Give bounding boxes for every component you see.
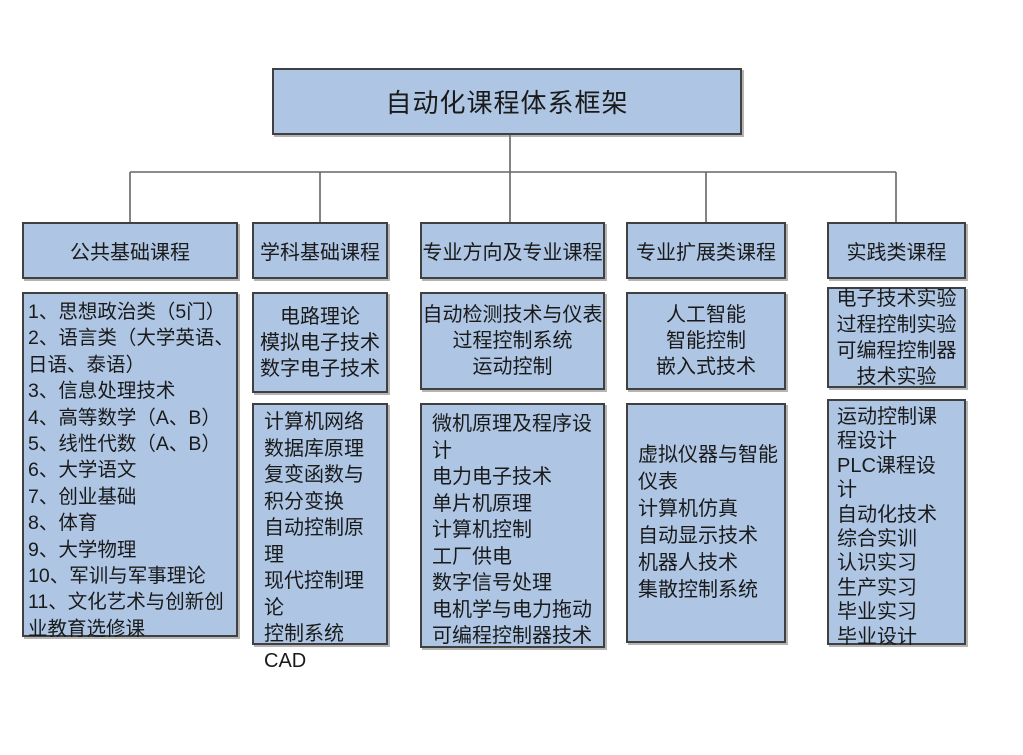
course-item: 数据库原理 — [264, 437, 364, 460]
course-item: 10、军训与军事理论 — [28, 565, 206, 588]
course-item: 电力电子技术 — [432, 466, 552, 488]
course-item: 数字信号处理 — [432, 572, 552, 594]
course-list-major-extended: 微机原理及程序设计电力电子技术单片机原理计算机控制工厂供电数字信号处理电机学与电… — [420, 403, 605, 648]
course-item: 过程控制系统 — [452, 330, 573, 352]
course-item: 虚拟仪器与智能仪表 — [638, 444, 778, 493]
course-item: 1、思想政治类（5门） — [28, 301, 226, 323]
course-item: 计算机仿真 — [638, 498, 738, 520]
course-item: PLC课程设计 — [837, 454, 936, 502]
course-item: 模拟电子技术 — [260, 331, 380, 354]
course-item: 2、语言类（大学英语、日语、泰语） — [28, 327, 234, 376]
course-item: 8、体育 — [28, 512, 98, 535]
course-item: 控制系统CAD — [264, 623, 344, 672]
course-item: 电机学与电力拖动 — [432, 598, 592, 621]
course-item: 11、文化艺术与创新创业教育选修课 — [28, 591, 224, 640]
course-item: 智能控制 — [666, 330, 746, 352]
course-item: 运动控制课程设计 — [837, 406, 937, 453]
course-item: 毕业设计 — [837, 625, 917, 648]
course-item: 3、信息处理技术 — [28, 380, 176, 403]
course-item: 嵌入式技术 — [656, 356, 756, 378]
course-item: 复变函数与积分变换 — [264, 464, 364, 513]
course-list-discipline-core: 电路理论模拟电子技术数字电子技术 — [252, 292, 388, 393]
course-item: 可编程控制器技术实验 — [836, 339, 957, 388]
course-list-discipline-extended: 计算机网络数据库原理复变函数与积分变换自动控制原理现代控制理论控制系统CAD — [252, 403, 388, 672]
course-item: 运动控制 — [472, 356, 553, 378]
category-node-major-direction: 专业方向及专业课程 — [420, 222, 605, 279]
course-item: 9、大学物理 — [28, 538, 137, 561]
course-item: 机器人技术 — [638, 552, 738, 574]
course-item: 过程控制实验 — [836, 313, 957, 336]
course-item: 4、高等数学（A、B） — [28, 406, 221, 429]
category-node-public-basic: 公共基础课程 — [22, 222, 238, 279]
course-item: 现代控制理论 — [264, 570, 364, 619]
course-item: 可编程控制器技术 — [432, 625, 592, 647]
course-item: 5、线性代数（A、B） — [28, 433, 221, 456]
course-item: 7、创业基础 — [28, 485, 137, 508]
course-list-expansion-core: 人工智能智能控制嵌入式技术 — [626, 292, 786, 390]
course-item: 自动检测技术与仪表 — [422, 304, 603, 326]
course-item: 6、大学语文 — [28, 459, 137, 482]
category-node-discipline-basic: 学科基础课程 — [252, 222, 388, 279]
course-item: 计算机控制 — [432, 519, 532, 541]
course-item: 认识实习 — [837, 552, 917, 575]
course-item: 集散控制系统 — [638, 579, 758, 601]
course-item: 数字电子技术 — [260, 357, 380, 380]
course-item: 电路理论 — [280, 305, 360, 328]
course-item: 电子技术实验 — [836, 287, 957, 310]
category-node-practice: 实践类课程 — [827, 222, 966, 279]
course-item: 毕业实习 — [837, 601, 917, 624]
course-list-major-core: 自动检测技术与仪表过程控制系统运动控制 — [420, 292, 605, 390]
course-item: 自动化技术综合实训 — [837, 503, 937, 551]
course-list-expansion-extended: 虚拟仪器与智能仪表计算机仿真自动显示技术机器人技术集散控制系统 — [626, 403, 786, 643]
course-item: 人工智能 — [666, 304, 746, 326]
course-list-public-basic: 1、思想政治类（5门） 2、语言类（大学英语、日语、泰语） 3、信息处理技术 4、高等… — [22, 292, 238, 640]
category-node-major-expansion: 专业扩展类课程 — [626, 222, 786, 279]
course-item: 自动控制原理 — [264, 517, 364, 566]
course-item: 自动显示技术 — [638, 525, 758, 547]
course-item: 微机原理及程序设计 — [432, 413, 592, 462]
course-list-practice-experiments: 电子技术实验过程控制实验可编程控制器技术实验 — [827, 287, 966, 388]
course-item: 计算机网络 — [264, 411, 364, 433]
course-item: 单片机原理 — [432, 492, 532, 515]
course-item: 生产实习 — [837, 576, 917, 599]
course-item: 工厂供电 — [432, 545, 512, 568]
root-node-title: 自动化课程体系框架 — [272, 68, 742, 135]
